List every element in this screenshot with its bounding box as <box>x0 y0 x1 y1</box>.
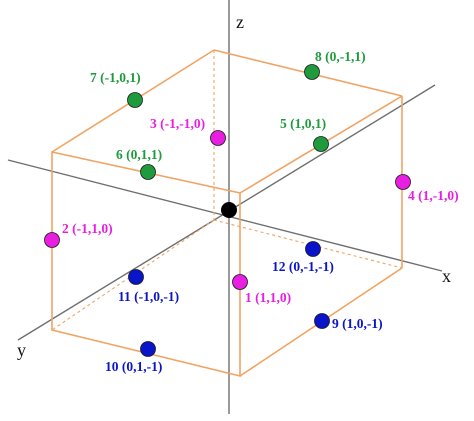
vertex-12-label: 12 (0,-1,-1) <box>272 259 334 274</box>
vertex-10-label: 10 (0,1,-1) <box>105 359 162 374</box>
vertex-8-marker <box>304 64 320 80</box>
vertex-7-label: 7 (-1,0,1) <box>90 70 141 85</box>
y-axis-label: y <box>17 340 26 360</box>
vertex-9-marker <box>314 313 330 329</box>
vertex-3-label: 3 (-1,-1,0) <box>150 116 205 131</box>
vertex-1-label: 1 (1,1,0) <box>245 290 291 305</box>
vertex-9-label: 9 (1,0,-1) <box>332 316 383 331</box>
vertex-2-label: 2 (-1,1,0) <box>62 221 113 236</box>
vertex-12-marker <box>305 241 321 257</box>
vertex-5-label: 5 (1,0,1) <box>280 116 326 131</box>
vertex-6-marker <box>140 164 156 180</box>
vertex-6-label: 6 (0,1,1) <box>116 147 162 162</box>
vertex-labels: 1 (1,1,0) 2 (-1,1,0) 3 (-1,-1,0) 4 (1,-1… <box>62 49 459 374</box>
vertex-11-marker <box>128 269 144 285</box>
x-axis-label: x <box>442 266 451 286</box>
vertex-4-marker <box>395 174 411 190</box>
vertex-7-marker <box>127 92 143 108</box>
vertex-8-label: 8 (0,-1,1) <box>315 49 366 64</box>
vertex-5-marker <box>313 136 329 152</box>
z-axis-label: z <box>236 12 244 32</box>
vertex-2-marker <box>44 232 60 248</box>
vertex-1-marker <box>232 274 248 290</box>
origin-point <box>221 202 237 218</box>
vertex-markers <box>44 64 411 357</box>
vertex-10-marker <box>140 341 156 357</box>
vertex-3-marker <box>210 130 226 146</box>
vertex-11-label: 11 (-1,0,-1) <box>118 289 179 304</box>
vertex-4-label: 4 (1,-1,0) <box>408 188 459 203</box>
